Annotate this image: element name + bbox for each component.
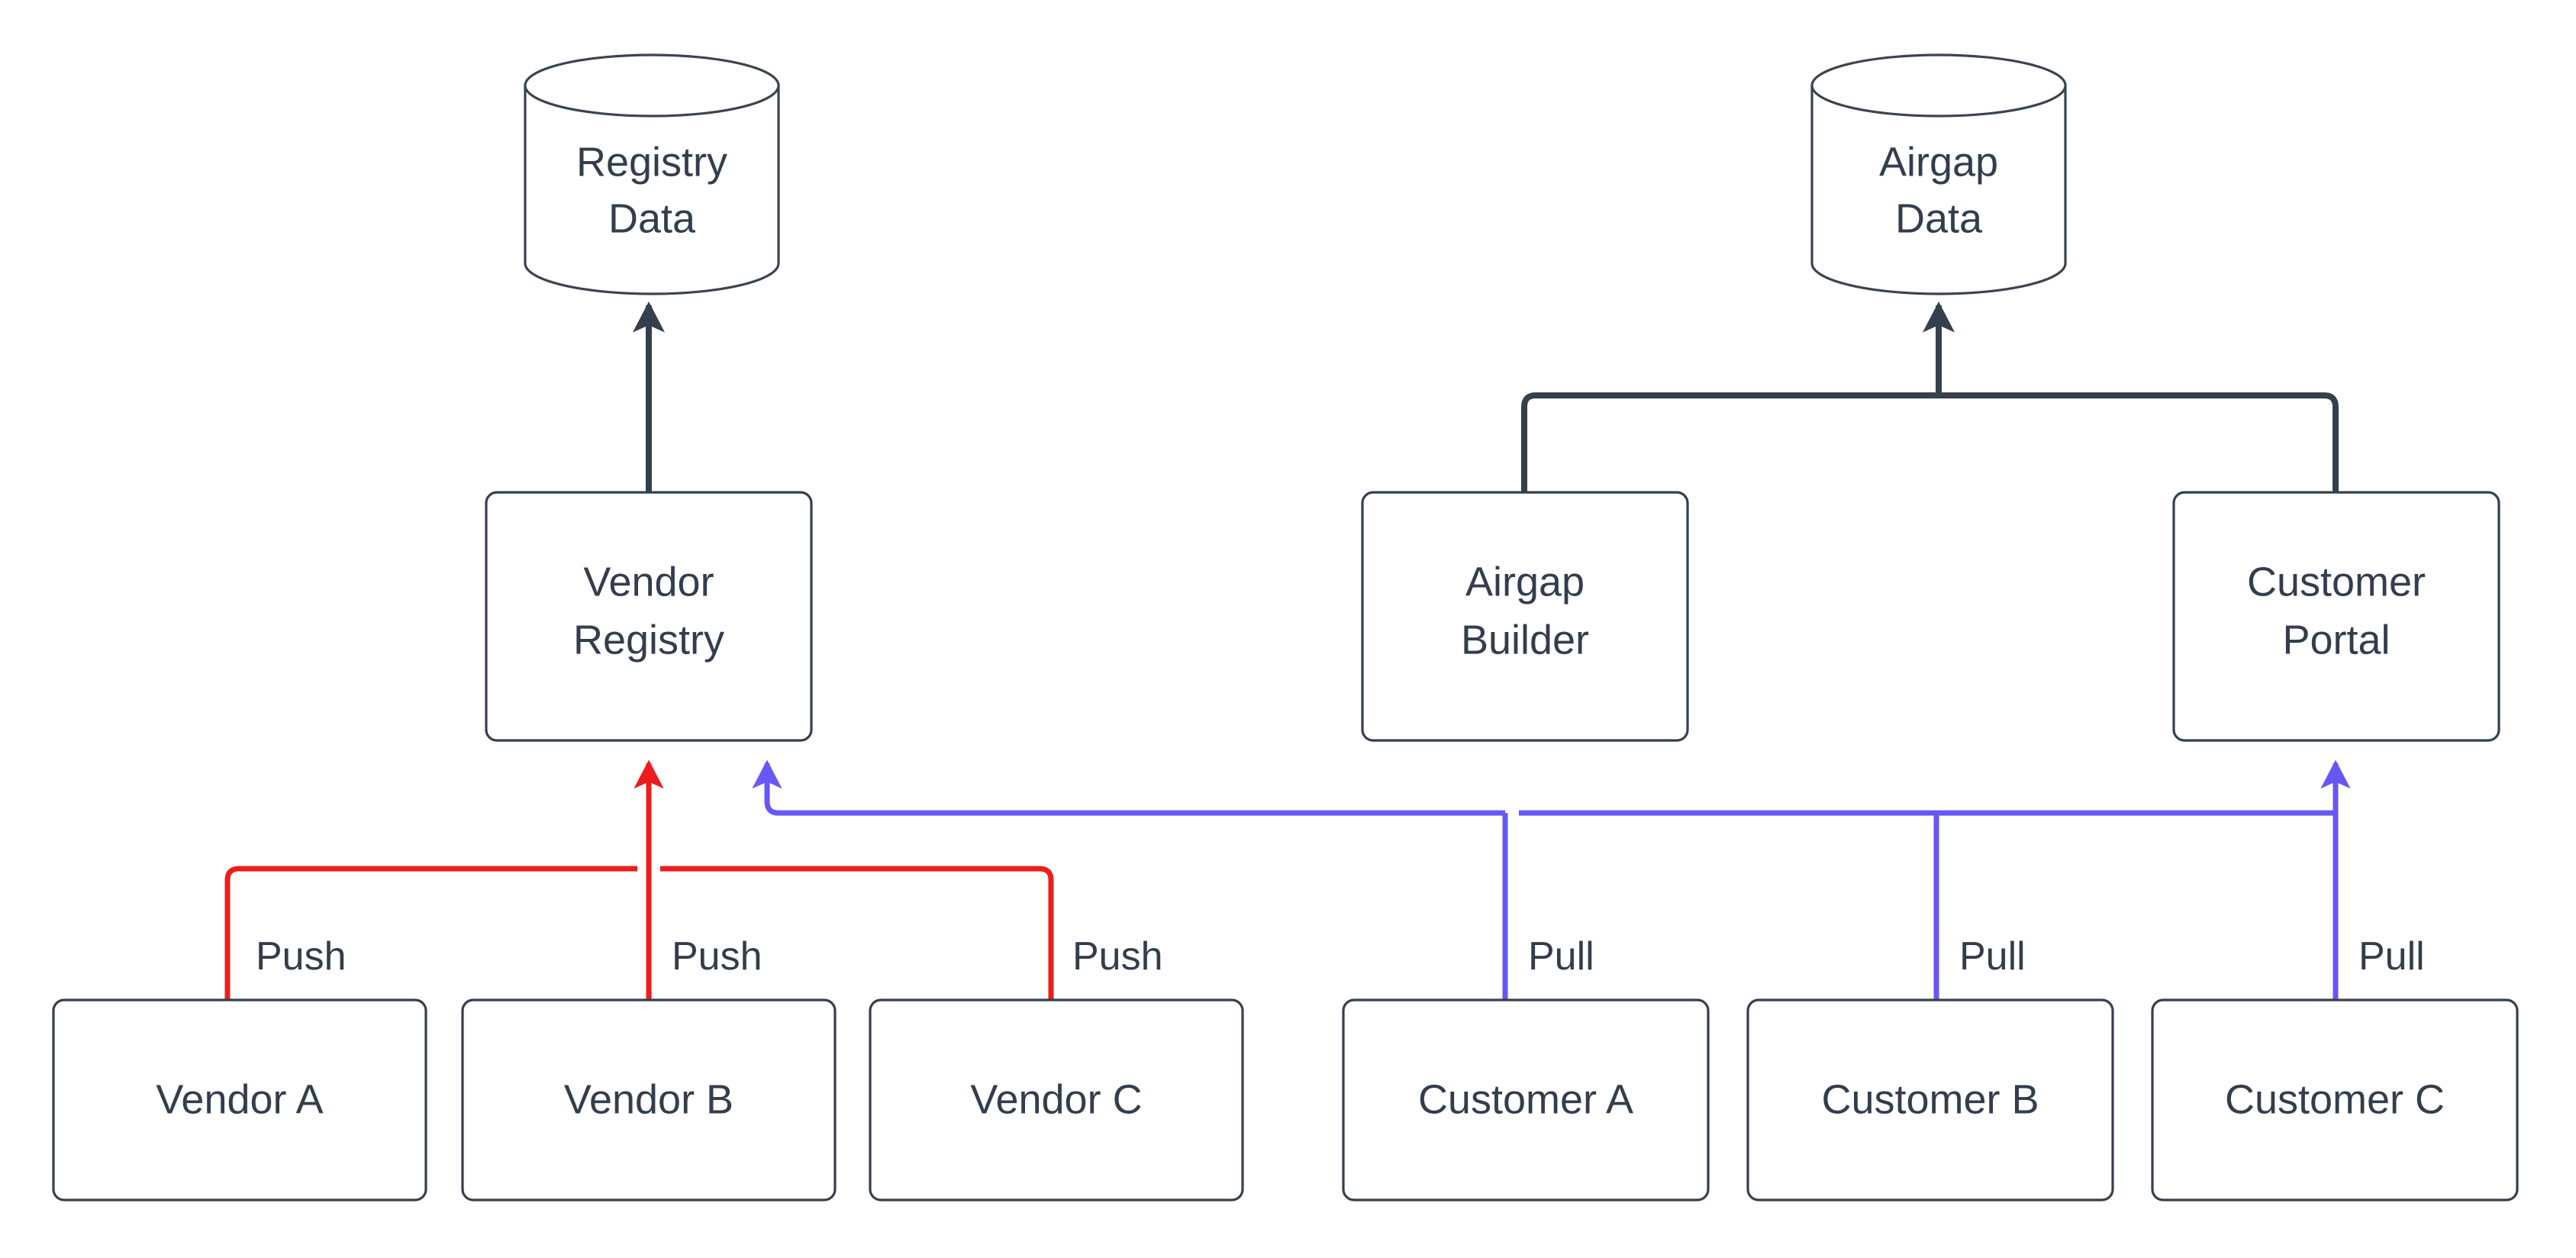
node-registry-data-label-line2: Data xyxy=(608,195,696,241)
edge-airgap-builder-to-airgap-data xyxy=(1521,392,1927,492)
node-registry-data[interactable]: Registry Data xyxy=(524,53,780,295)
node-vendor-c-label: Vendor C xyxy=(970,1076,1142,1122)
node-vendor-b-label: Vendor B xyxy=(564,1076,733,1122)
node-vendor-a[interactable]: Vendor A xyxy=(52,998,427,1202)
node-vendor-registry-label-line2: Registry xyxy=(573,617,724,663)
edge-label-push-vendor-a: Push xyxy=(256,934,347,979)
node-registry-data-label-line1: Registry xyxy=(576,139,727,185)
node-customer-b[interactable]: Customer B xyxy=(1746,998,2114,1202)
node-vendor-c[interactable]: Vendor C xyxy=(869,998,1244,1202)
node-customer-b-label: Customer B xyxy=(1821,1076,2039,1122)
edge-customer-portal-to-airgap-data xyxy=(1927,392,2339,492)
node-customer-portal[interactable]: Customer Portal xyxy=(2172,491,2500,742)
edge-label-pull-customer-b: Pull xyxy=(1959,934,2026,979)
node-vendor-registry[interactable]: Vendor Registry xyxy=(485,491,813,742)
node-customer-portal-label-line2: Portal xyxy=(2282,617,2390,663)
node-customer-c[interactable]: Customer C xyxy=(2151,998,2519,1202)
node-airgap-data-label-line2: Data xyxy=(1895,195,1983,241)
edge-label-pull-customer-c: Pull xyxy=(2358,934,2425,979)
node-customer-a-label: Customer A xyxy=(1418,1076,1633,1122)
node-vendor-b[interactable]: Vendor B xyxy=(461,998,837,1202)
node-customer-portal-label-line1: Customer xyxy=(2247,559,2426,605)
edge-pull-customer-c xyxy=(1936,760,2351,1000)
edge-label-push-vendor-c: Push xyxy=(1072,934,1163,979)
node-customer-c-label: Customer C xyxy=(2225,1076,2445,1122)
node-airgap-builder[interactable]: Airgap Builder xyxy=(1361,491,1689,742)
edge-label-push-vendor-b: Push xyxy=(672,934,762,979)
node-airgap-data[interactable]: Airgap Data xyxy=(1810,53,2067,295)
node-airgap-builder-label-line2: Builder xyxy=(1461,617,1589,663)
edge-pull-bus-vendor-registry xyxy=(752,760,1939,1000)
node-airgap-data-label-line1: Airgap xyxy=(1879,139,1998,185)
node-vendor-a-label: Vendor A xyxy=(156,1076,323,1122)
edge-label-pull-customer-a: Pull xyxy=(1528,934,1594,979)
node-airgap-builder-label-line1: Airgap xyxy=(1465,559,1585,605)
node-customer-a[interactable]: Customer A xyxy=(1342,998,1710,1202)
node-vendor-registry-label-line1: Vendor xyxy=(583,559,714,605)
edge-push-bus xyxy=(224,760,1054,1000)
